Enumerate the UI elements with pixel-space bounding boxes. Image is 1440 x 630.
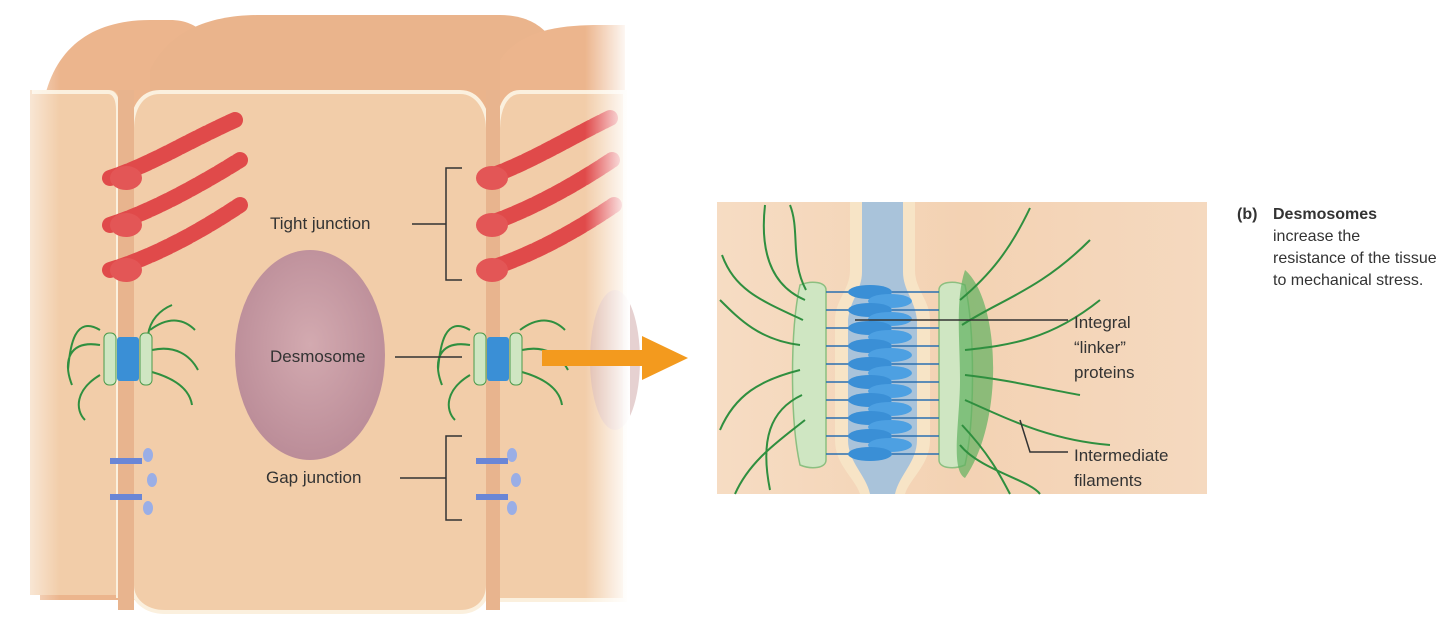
tight-junction-left [102,112,248,282]
desmosome-right [437,319,569,421]
desmosome-left [67,304,199,421]
label-intermediate-line2: filaments [1074,471,1143,490]
label-integral-line2: “linker” [1074,338,1126,357]
gap-junction-left [110,448,157,515]
label-intermediate-line1: Intermediate [1074,446,1169,465]
figure-caption: (b) Desmosomes increase the resistance of… [1237,204,1437,292]
caption-body: increase the resistance of the tissue to… [1273,228,1437,289]
nucleus [235,250,385,460]
label-integral-line1: Integral [1074,313,1131,332]
label-tight-junction: Tight junction [270,214,371,233]
leader-lines [395,167,462,521]
caption-tag: (b) [1237,206,1258,223]
linker-proteins [826,285,939,461]
label-intermediate-filaments: Intermediate filaments [1074,443,1169,493]
label-integral-linker-proteins: Integral “linker” proteins [1074,310,1134,385]
arrow-icon [542,336,688,380]
cell-overview [0,0,640,630]
caption-title: Desmosomes [1273,206,1378,223]
label-integral-line3: proteins [1074,363,1135,382]
gap-junction-right [476,448,521,515]
label-gap-junction: Gap junction [266,468,362,487]
desmosome-detail-panel [717,202,1207,495]
label-desmosome: Desmosome [270,347,366,366]
intermediate-filaments [719,204,1111,495]
